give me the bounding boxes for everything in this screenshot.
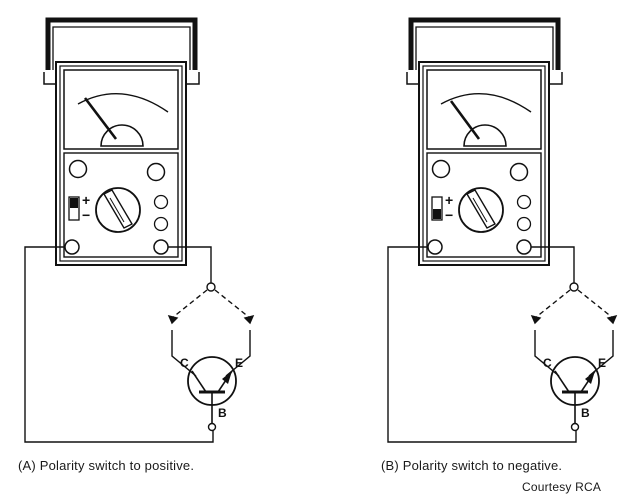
junction-top [206, 282, 216, 292]
polarity-minus-label: − [82, 207, 90, 223]
base-terminal [207, 422, 217, 432]
terminal-right[interactable] [153, 239, 169, 255]
meter-scale [77, 93, 169, 113]
meter-a [43, 17, 200, 266]
polarity-switch-lever [433, 209, 441, 219]
range-selector-dial[interactable] [458, 187, 504, 233]
lead-left [387, 246, 577, 443]
adjust-knob-right[interactable] [509, 162, 529, 182]
collector-label: C [180, 356, 189, 370]
meter-face [63, 69, 179, 150]
adjust-knob-right[interactable] [146, 162, 166, 182]
caption-panel-b: (B) Polarity switch to negative. [381, 458, 563, 473]
base-terminal [570, 422, 580, 432]
caption-panel-a: (A) Polarity switch to positive. [18, 458, 195, 473]
meter-handle [45, 17, 198, 70]
emitter-label: E [598, 356, 606, 370]
junction-top [569, 282, 579, 292]
lead-right [531, 246, 575, 283]
control-panel [426, 152, 542, 258]
meter-b [406, 17, 563, 266]
meter-needle [449, 100, 481, 140]
emitter-label: E [235, 356, 243, 370]
polarity-minus-label: − [445, 207, 453, 223]
meter-handle [408, 17, 561, 70]
jack-small-1[interactable] [153, 194, 169, 210]
terminal-left[interactable] [64, 239, 80, 255]
meter-scale [440, 93, 532, 113]
polarity-switch-lever [70, 198, 78, 208]
base-label: B [581, 406, 590, 420]
lead-right [168, 246, 212, 283]
switch-path-collector [171, 289, 208, 319]
meter-needle [83, 97, 118, 140]
control-panel [63, 152, 179, 258]
switch-path-collector [534, 289, 571, 319]
base-label: B [218, 406, 227, 420]
jack-small-1[interactable] [516, 194, 532, 210]
circuit-a [24, 246, 255, 443]
polarity-plus-label: + [445, 192, 453, 208]
terminal-left[interactable] [427, 239, 443, 255]
adjust-knob-left[interactable] [68, 159, 88, 179]
switch-path-emitter [214, 289, 251, 319]
collector-label: C [543, 356, 552, 370]
meter-case [418, 61, 550, 266]
jack-small-2[interactable] [153, 216, 169, 232]
credit-text: Courtesy RCA [522, 480, 602, 494]
jack-small-2[interactable] [516, 216, 532, 232]
panel-b: + − C E B [387, 17, 618, 443]
polarity-switch[interactable] [431, 196, 443, 221]
lead-left [24, 246, 214, 443]
polarity-plus-label: + [82, 192, 90, 208]
meter-case [55, 61, 187, 266]
polarity-switch[interactable] [68, 196, 80, 221]
adjust-knob-left[interactable] [431, 159, 451, 179]
circuit-b [387, 246, 618, 443]
switch-path-emitter [577, 289, 614, 319]
range-selector-dial[interactable] [95, 187, 141, 233]
panel-a: + − C E B [24, 17, 255, 443]
terminal-right[interactable] [516, 239, 532, 255]
meter-face [426, 69, 542, 150]
